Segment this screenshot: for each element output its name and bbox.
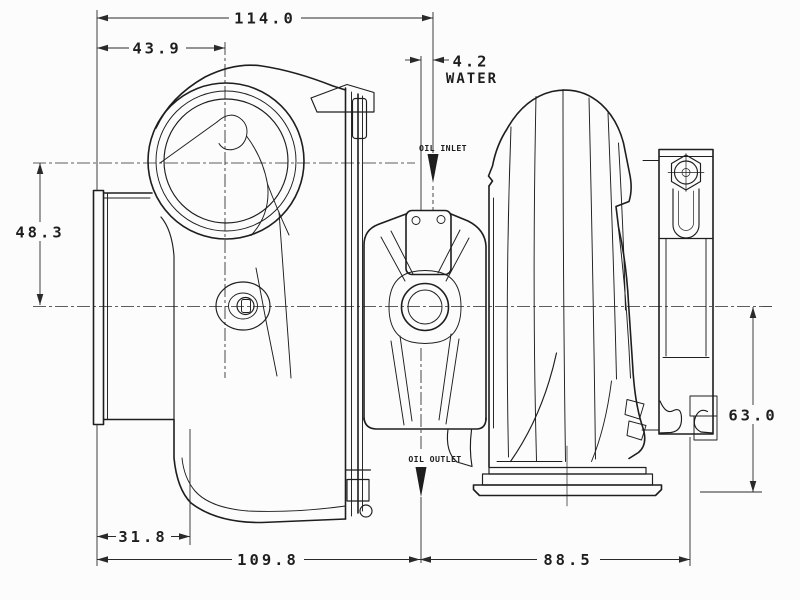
turbine-scroll-contours — [506, 89, 631, 462]
oil-inlet-label: OIL INLET — [419, 143, 467, 153]
compressor-scroll-top — [155, 64, 347, 129]
backplate-top-clamp — [310, 83, 375, 113]
oil-drain-spout — [446, 428, 473, 468]
oil-inlet-arrow — [427, 154, 439, 183]
bearing-bore-inner — [407, 289, 443, 325]
backplate-bottom-bolt — [359, 504, 373, 518]
water-port-label: WATER — [446, 71, 498, 87]
dim-turbine-span-label: 88.5 — [543, 551, 592, 569]
vband-clamp-section — [626, 420, 647, 441]
turbine-scroll-outline — [487, 89, 646, 460]
dim-water-offset-label: 4.2 — [453, 53, 490, 71]
oil-outlet-arrow — [415, 467, 427, 497]
turbine-discharge-flange — [472, 466, 663, 497]
dim-oil-outlet-label: 109.8 — [237, 551, 299, 569]
bearing-housing — [363, 209, 487, 468]
dim-turbine-drop-label: 63.0 — [728, 407, 777, 425]
dim-compressor-drop-label: 48.3 — [15, 224, 64, 242]
compressor-housing — [92, 64, 347, 524]
dimension-labels: 114.0 43.9 4.2 WATER OIL INLET OIL OUTLE… — [14, 9, 780, 569]
extension-lines — [96, 10, 762, 566]
vband-clamp-section — [624, 399, 645, 420]
oil-inlet-pad — [405, 209, 452, 276]
bearing-bore-outer — [400, 282, 450, 332]
turbine-outlet-flange — [624, 148, 718, 441]
flange-slot — [672, 188, 700, 239]
compressor-inlet-bore — [147, 82, 305, 240]
compressor-scroll-bottom — [173, 419, 347, 524]
turbine-housing — [487, 89, 646, 468]
dim-inlet-depth-label: 31.8 — [118, 528, 167, 546]
oil-outlet-label: OIL OUTLET — [408, 454, 461, 464]
flange-bolt — [667, 153, 705, 192]
compressor-wheel-blade — [159, 114, 290, 236]
compressor-inlet-flange — [92, 189, 105, 426]
dim-inlet-axis-label: 43.9 — [132, 40, 181, 58]
dim-overall-length-label: 114.0 — [234, 10, 296, 28]
compressor-clamp-boss — [215, 281, 271, 331]
backplate-top-bolt — [351, 97, 368, 140]
backplate-bottom-step — [346, 478, 370, 502]
compressor-backplate — [310, 83, 375, 520]
bearing-housing-ribs — [380, 229, 470, 426]
